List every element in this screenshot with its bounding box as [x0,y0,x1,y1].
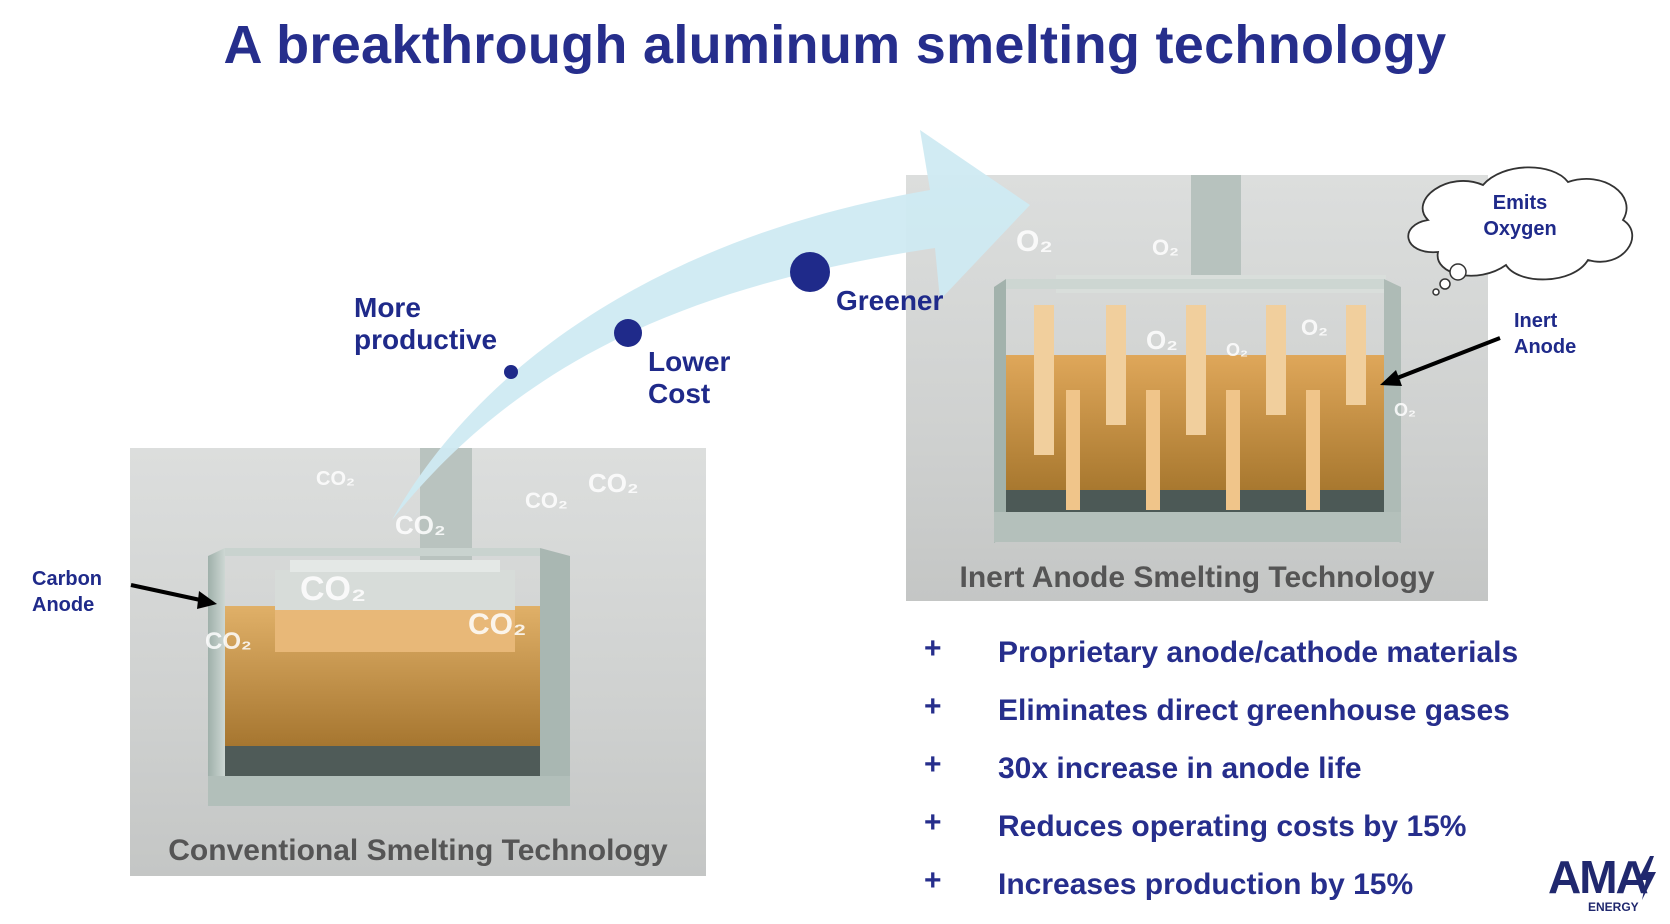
benefit-text: Reduces operating costs by 15% [998,810,1467,843]
label-lower-cost: Lower Cost [648,346,731,409]
o2-bubble: O₂ [1226,340,1248,360]
o2-bubble: O₂ [1016,225,1053,258]
o2-bubble: O₂ [1301,315,1328,340]
o2-bubble: O₂ [1394,400,1416,420]
milestone-dot-medium [614,319,642,347]
conventional-cell-illustration [208,448,570,806]
page-title: A breakthrough aluminum smelting technol… [223,15,1447,75]
carbon-anode-label: Carbon Anode [32,568,102,616]
plus-icon: + [924,632,942,665]
inert-anode-panel: O₂ O₂ O₂ O₂ O₂ O₂ Inert Anode Smelting T… [906,175,1488,601]
inert-anode-arrow-icon [1380,336,1501,386]
conventional-caption: Conventional Smelting Technology [168,834,668,867]
inert-anode-cell-illustration [994,175,1401,543]
benefit-text: 30x increase in anode life [998,752,1362,785]
co2-bubble: CO₂ [300,570,367,608]
conventional-smelting-panel: CO₂ CO₂ CO₂ CO₂ CO₂ CO₂ CO₂ Conventional… [130,448,706,876]
co2-bubble: CO₂ [588,468,639,498]
plus-icon: + [924,690,942,723]
label-more-productive: More productive [354,292,498,355]
o2-bubble: O₂ [1152,235,1179,260]
thought-cloud-icon [1407,166,1634,296]
logo-main: AMA [1548,851,1649,903]
emits-oxygen-label: Emits Oxygen [1483,192,1557,240]
logo-sub: ENERGY [1588,900,1639,914]
benefit-text: Proprietary anode/cathode materials [998,636,1519,669]
ama-energy-logo: AMA ENERGY [1548,850,1658,920]
co2-bubble: CO₂ [468,608,527,641]
inert-anode-caption: Inert Anode Smelting Technology [959,561,1435,594]
benefit-text: Eliminates direct greenhouse gases [998,694,1510,727]
co2-bubble: CO₂ [525,488,568,513]
plus-icon: + [924,806,942,839]
o2-bubble: O₂ [1146,325,1178,355]
milestone-dot-large [790,252,830,292]
benefit-text: Increases production by 15% [998,868,1414,901]
co2-bubble: CO₂ [395,510,446,540]
label-greener: Greener [836,285,944,316]
plus-icon: + [924,864,942,897]
milestone-dot-small [504,365,518,379]
co2-bubble: CO₂ [316,468,355,490]
inert-anode-label: Inert Anode [1514,310,1577,358]
lightning-icon [1638,856,1656,900]
plus-icon: + [924,748,942,781]
co2-bubble: CO₂ [205,628,252,655]
carbon-anode-arrow-icon [130,583,217,609]
